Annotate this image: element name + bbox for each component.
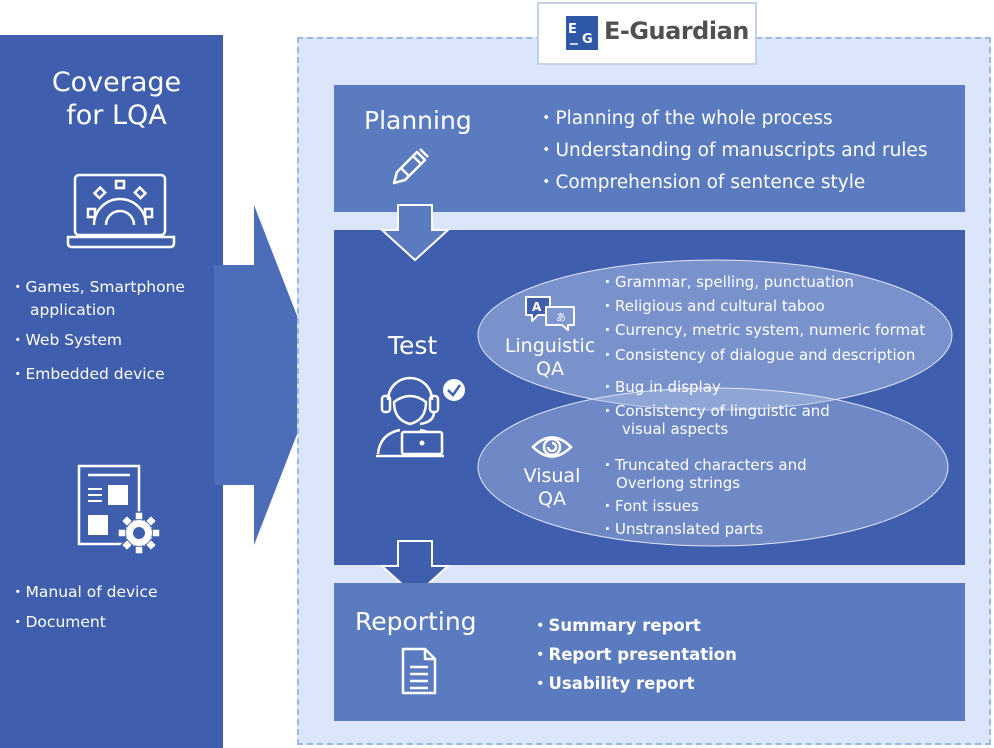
coverage-panel (0, 35, 223, 748)
test-title: Test (388, 331, 438, 360)
eye-icon (531, 436, 573, 458)
list-item: ・Embedded device (10, 365, 165, 383)
list-item: ・Truncated characters and (600, 456, 807, 474)
list-item: ・Report presentation (532, 645, 737, 664)
linguistic-qa-label: Linguistic QA (504, 335, 596, 380)
down-arrow-2 (379, 540, 451, 598)
list-item: application (30, 301, 116, 319)
list-item: ・Comprehension of sentence style (537, 172, 866, 193)
visual-qa-ellipse (477, 387, 949, 547)
pencil-icon (392, 148, 429, 185)
brand-name: E-Guardian (604, 17, 749, 45)
translation-icon: A あ (525, 296, 575, 331)
svg-text:あ: あ (556, 312, 566, 324)
list-item: ・Understanding of manuscripts and rules (537, 140, 928, 161)
list-item: ・Summary report (532, 616, 701, 635)
list-item: ・Consistency of dialogue and description (600, 346, 916, 364)
list-item: ・Games, Smartphone (10, 278, 185, 296)
coverage-arrow (214, 205, 320, 545)
list-item: ・Bug in display (600, 378, 721, 396)
list-item: ・Document (10, 613, 106, 631)
list-item: ・Usability report (532, 674, 695, 693)
laptop-gear-icon (66, 173, 176, 249)
operator-icon (376, 376, 465, 458)
eg-logo-icon: E G (566, 16, 598, 50)
document-gear-icon (77, 464, 161, 555)
list-item: ・Consistency of linguistic and (600, 402, 830, 420)
down-arrow-1 (379, 204, 451, 262)
list-item: ・Web System (10, 331, 123, 349)
svg-text:A: A (532, 300, 542, 314)
list-item: ・Planning of the whole process (537, 108, 833, 129)
list-item: ・Grammar, spelling, punctuation (600, 273, 854, 291)
list-item: Overlong strings (616, 474, 741, 492)
list-item: ・Religious and cultural taboo (600, 297, 825, 315)
svg-text:E: E (568, 22, 577, 37)
list-item: ・Manual of device (10, 583, 158, 601)
list-item: ・Unstranslated parts (600, 520, 764, 538)
list-item: ・Font issues (600, 497, 699, 515)
list-item: ・Currency, metric system, numeric format (600, 321, 926, 339)
planning-section (334, 85, 965, 212)
qa-overlap-diagram (477, 259, 953, 547)
report-document-icon (401, 647, 437, 695)
coverage-title: Coverage for LQA (51, 67, 182, 131)
reporting-section (334, 583, 965, 721)
svg-text:G: G (582, 32, 593, 47)
visual-qa-label: Visual QA (523, 465, 581, 510)
reporting-title: Reporting (355, 607, 477, 636)
planning-title: Planning (364, 106, 472, 135)
list-item: visual aspects (622, 420, 729, 438)
linguistic-qa-ellipse (477, 259, 953, 411)
